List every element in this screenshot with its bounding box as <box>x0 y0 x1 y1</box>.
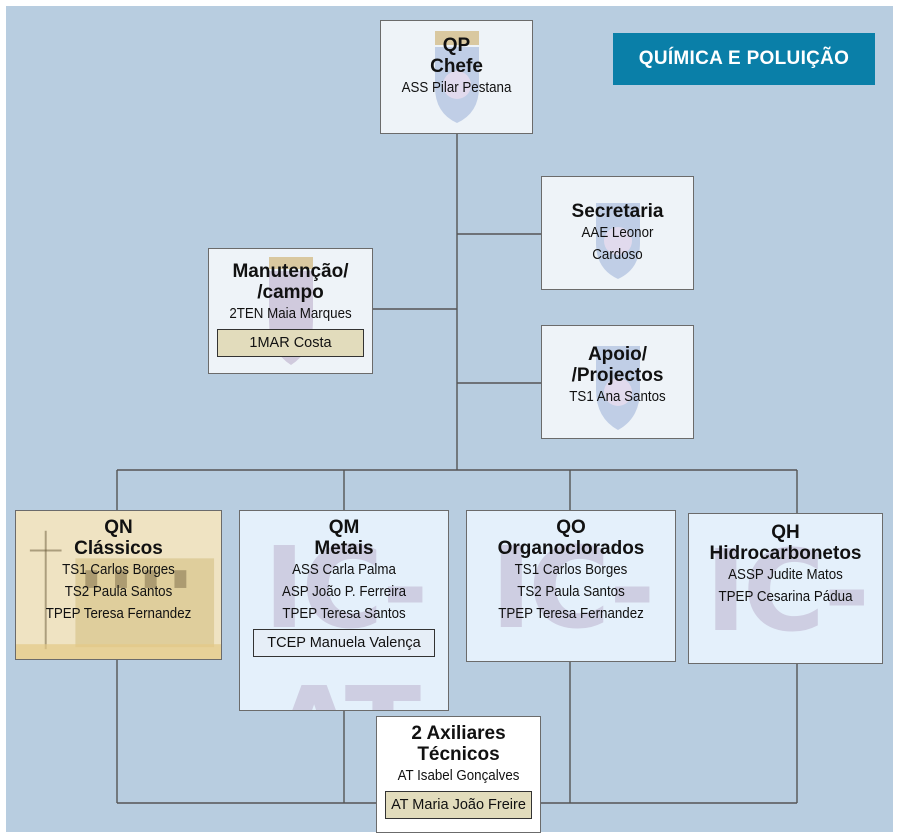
node-qh-title: Hidrocarbonetos <box>709 543 862 564</box>
node-apoio-projectos: Apoio/ /Projectos TS1 Ana Santos <box>541 325 694 439</box>
node-qp-title: Chefe <box>430 56 483 77</box>
diagram-background <box>6 6 893 832</box>
node-qn-classicos: QN Clássicos TS1 Carlos Borges TS2 Paula… <box>15 510 222 660</box>
node-qm-staff-2: ASP João P. Ferreira <box>281 584 407 600</box>
node-qm-subunit: TCEP Manuela Valença <box>253 629 435 657</box>
node-apoio-staff: TS1 Ana Santos <box>569 389 666 405</box>
node-manutencao-subunit: 1MAR Costa <box>217 329 364 357</box>
node-manutencao: Manutenção/ /campo 2TEN Maia Marques 1MA… <box>208 248 373 374</box>
node-qm-title: Metais <box>314 538 374 559</box>
coat-of-arms-icon <box>595 346 640 430</box>
node-qm-staff-1: ASS Carla Palma <box>292 562 396 578</box>
node-qm-metais: IC-AT QM Metais ASS Carla Palma ASP João… <box>239 510 449 711</box>
node-manutencao-staff: 2TEN Maia Marques <box>229 306 352 322</box>
node-qo-code: QO <box>556 517 586 538</box>
watermark-logo: IC-AT <box>705 527 870 657</box>
node-auxiliares-staff: AT Isabel Gonçalves <box>397 768 520 784</box>
node-auxiliares-subunit: AT Maria João Freire <box>385 791 532 819</box>
node-apoio-line1: Apoio/ <box>587 344 648 365</box>
node-secretaria-staff-2: Cardoso <box>592 247 643 263</box>
node-qn-code: QN <box>104 517 133 538</box>
node-qp-staff: ASS Pilar Pestana <box>401 80 512 96</box>
node-qh-hidrocarbonetos: IC-AT QH Hidrocarbonetos ASSP Judite Mat… <box>688 513 883 664</box>
node-qo-title: Organoclorados <box>497 538 645 559</box>
node-qn-staff-2: TS2 Paula Santos <box>64 584 173 600</box>
node-qo-staff-2: TS2 Paula Santos <box>517 584 625 600</box>
node-manutencao-line1: Manutenção/ <box>232 261 349 282</box>
node-qp-code: QP <box>442 35 471 56</box>
node-qo-staff-3: TPEP Teresa Fernandez <box>498 606 644 622</box>
node-auxiliares-line1: 2 Axiliares <box>411 723 506 744</box>
node-secretaria: Secretaria AAE Leonor Cardoso <box>541 176 694 290</box>
node-secretaria-staff-1: AAE Leonor <box>581 225 654 241</box>
coat-of-arms-icon <box>595 203 640 279</box>
title-badge: QUÍMICA E POLUIÇÃO <box>613 33 875 85</box>
node-qm-code: QM <box>328 517 360 538</box>
node-secretaria-name: Secretaria <box>571 201 664 222</box>
node-apoio-line2: /Projectos <box>571 365 664 386</box>
node-qm-staff-3: TPEP Teresa Santos <box>282 606 406 622</box>
node-manutencao-line2: /campo <box>257 282 324 303</box>
node-qh-code: QH <box>771 522 800 543</box>
node-auxiliares-line2: Técnicos <box>417 744 500 765</box>
watermark-logo: IC-AT <box>490 524 656 654</box>
coat-of-arms-icon <box>434 31 479 123</box>
node-qp-chefe: QP Chefe ASS Pilar Pestana <box>380 20 533 134</box>
node-qh-staff-1: ASSP Judite Matos <box>728 567 843 583</box>
node-qo-organoclorados: IC-AT QO Organoclorados TS1 Carlos Borge… <box>466 510 676 662</box>
building-illustration <box>16 511 221 659</box>
node-qn-staff-1: TS1 Carlos Borges <box>62 562 175 578</box>
node-qh-staff-2: TPEP Cesarina Pádua <box>718 589 853 605</box>
node-auxiliares-tecnicos: 2 Axiliares Técnicos AT Isabel Gonçalves… <box>376 716 541 833</box>
node-qn-title: Clássicos <box>74 538 163 559</box>
node-qn-staff-3: TPEP Teresa Fernandez <box>45 606 192 622</box>
node-qo-staff-1: TS1 Carlos Borges <box>514 562 628 578</box>
